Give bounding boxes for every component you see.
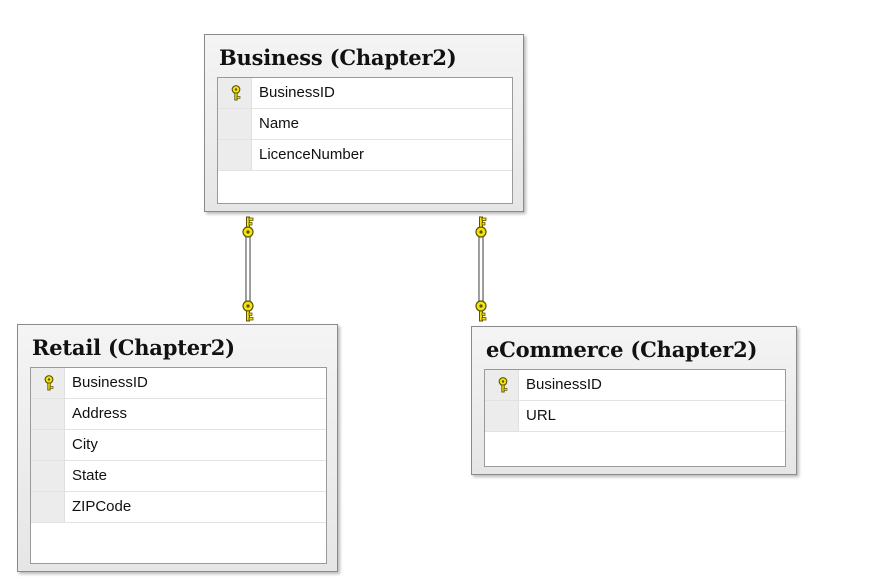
column-name: BusinessID [259, 84, 335, 101]
table-title[interactable]: Business (Chapter2) [219, 45, 457, 70]
column-row[interactable]: ZIPCode [31, 492, 326, 523]
row-selector[interactable] [31, 368, 65, 398]
key-icon [498, 377, 508, 393]
row-selector[interactable] [218, 109, 252, 139]
column-name: URL [526, 407, 557, 424]
key-icon [44, 375, 54, 391]
column-grid: BusinessID Name LicenceNumber [217, 77, 513, 204]
column-grid: BusinessID URL [484, 369, 786, 467]
table-title[interactable]: Retail (Chapter2) [32, 335, 235, 360]
column-name: BusinessID [526, 376, 602, 393]
row-selector[interactable] [31, 461, 65, 491]
column-row[interactable]: BusinessID [218, 78, 512, 109]
column-row[interactable]: BusinessID [485, 370, 785, 401]
column-row[interactable]: BusinessID [31, 368, 326, 399]
row-selector[interactable] [218, 78, 252, 108]
relationship-business-retail [242, 216, 254, 322]
key-icon [231, 85, 241, 101]
key-icon [475, 216, 487, 238]
key-icon [242, 216, 254, 238]
column-name: Address [72, 405, 128, 422]
column-row[interactable]: URL [485, 401, 785, 432]
column-row[interactable]: Address [31, 399, 326, 430]
column-name: BusinessID [72, 374, 148, 391]
key-icon [242, 300, 254, 322]
table-business[interactable]: Business (Chapter2) BusinessID Name Lice… [204, 34, 524, 212]
column-name: State [72, 467, 108, 484]
row-selector[interactable] [218, 140, 252, 170]
column-grid: BusinessID Address City State ZIPCode [30, 367, 327, 564]
table-title[interactable]: eCommerce (Chapter2) [486, 337, 758, 362]
row-selector[interactable] [485, 401, 519, 431]
table-retail[interactable]: Retail (Chapter2) BusinessID Address Cit… [17, 324, 338, 572]
column-row[interactable]: LicenceNumber [218, 140, 512, 171]
column-row[interactable]: City [31, 430, 326, 461]
column-name: LicenceNumber [259, 146, 365, 163]
key-icon [475, 300, 487, 322]
table-ecommerce[interactable]: eCommerce (Chapter2) BusinessID URL [471, 326, 797, 475]
row-selector[interactable] [31, 399, 65, 429]
row-selector[interactable] [485, 370, 519, 400]
row-selector[interactable] [31, 430, 65, 460]
column-name: City [72, 436, 98, 453]
column-row[interactable]: State [31, 461, 326, 492]
row-selector[interactable] [31, 492, 65, 522]
relationship-business-ecommerce [475, 216, 487, 322]
column-name: ZIPCode [72, 498, 132, 515]
column-row[interactable]: Name [218, 109, 512, 140]
column-name: Name [259, 115, 300, 132]
